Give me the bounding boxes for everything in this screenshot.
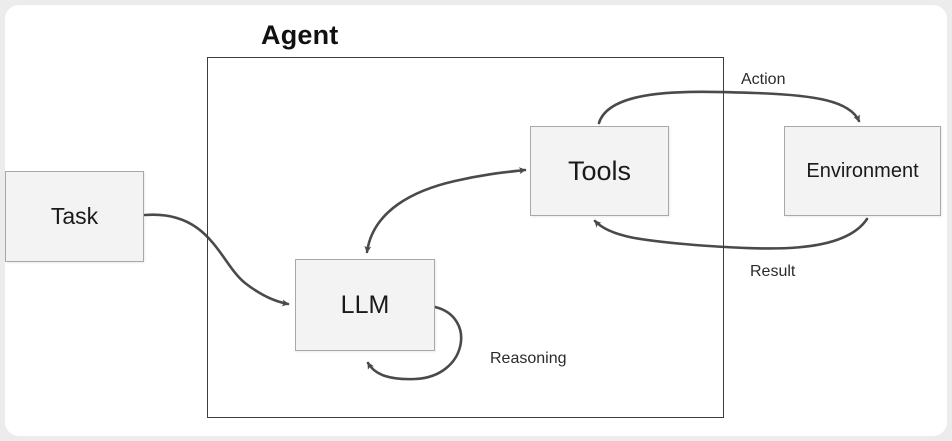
tools-label: Tools	[567, 155, 632, 186]
edge-task-to-llm	[143, 213, 290, 307]
agent-title: Agent	[261, 20, 339, 50]
reasoning-edge-label: Reasoning	[490, 350, 567, 367]
edges-layer	[143, 90, 869, 381]
llm-node: LLM	[295, 259, 435, 351]
task-label: Task	[50, 203, 99, 229]
edge-llm-tools	[364, 167, 527, 254]
edge-reasoning-loop	[366, 305, 463, 381]
result-edge-label: Result	[750, 263, 796, 280]
agent-container	[207, 57, 724, 418]
llm-label: LLM	[340, 290, 390, 319]
edge-result	[593, 217, 869, 250]
tools-node: Tools	[530, 126, 669, 216]
diagram-canvas: Agent Task LLM Tools Environment Action …	[5, 5, 947, 436]
environment-node: Environment	[784, 126, 941, 216]
environment-label: Environment	[806, 159, 919, 182]
edge-action	[597, 90, 861, 125]
task-node: Task	[5, 171, 144, 262]
action-edge-label: Action	[741, 71, 786, 88]
